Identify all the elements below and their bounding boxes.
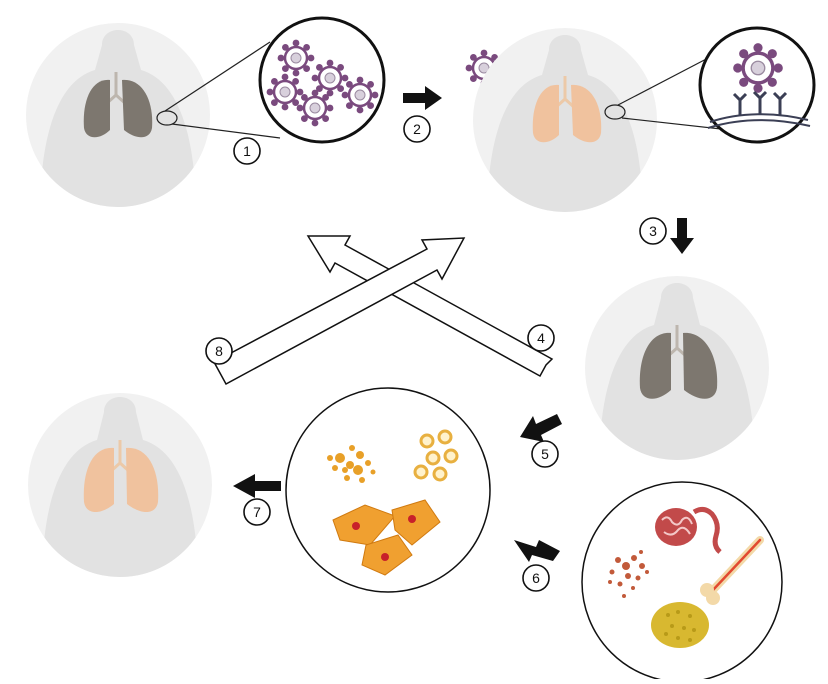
- step-label-3: 3: [649, 223, 657, 239]
- step-label-4: 4: [537, 330, 545, 346]
- step-badge-2: 2: [404, 116, 430, 142]
- step-badge-4: 4: [528, 325, 554, 351]
- arrow-step-2: [403, 86, 442, 110]
- arrow-step-3: [670, 218, 694, 254]
- panel-damaged-lungs: [585, 276, 769, 470]
- panel-infected-lungs: [26, 23, 210, 215]
- panel-recovered-lungs: [28, 393, 212, 585]
- step-label-5: 5: [541, 446, 549, 462]
- step-label-6: 6: [532, 570, 540, 586]
- step-badge-3: 3: [640, 218, 666, 244]
- step-badge-7: 7: [244, 499, 270, 525]
- arrow-step-7: [233, 474, 281, 498]
- step-badge-5: 5: [532, 441, 558, 467]
- organ-damage-circle: [582, 482, 782, 679]
- arrow-step-5: [520, 414, 562, 442]
- step-label-2: 2: [413, 121, 421, 137]
- fibrotic-tissue: [651, 602, 709, 648]
- virus-cluster-zoom: [260, 18, 384, 142]
- step-label-7: 7: [253, 504, 261, 520]
- step-badge-6: 6: [523, 565, 549, 591]
- step-badge-1: 1: [234, 138, 260, 164]
- stem-cell-therapy-circle: [286, 388, 490, 592]
- step-label-1: 1: [243, 143, 251, 159]
- arrow-step-6: [514, 540, 560, 562]
- receptor-binding-zoom: [700, 28, 814, 142]
- step-label-8: 8: [215, 343, 223, 359]
- step-badge-8: 8: [206, 338, 232, 364]
- panel-virus-binding: [473, 28, 657, 220]
